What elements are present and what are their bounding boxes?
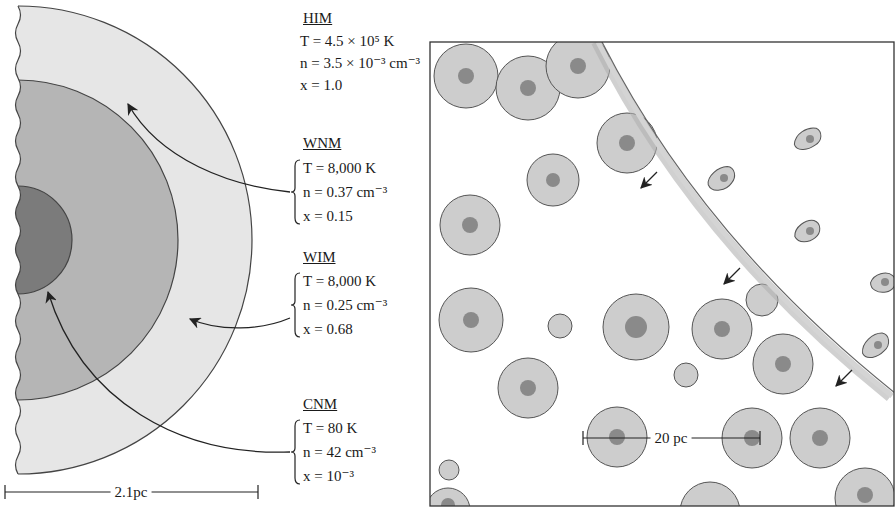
cloud-field bbox=[430, 42, 894, 506]
brace bbox=[291, 160, 300, 484]
phase-cross-section bbox=[0, 0, 252, 508]
scale-label: 20 pc bbox=[651, 429, 692, 447]
scale-label: 2.1pc bbox=[111, 483, 152, 501]
phase-name: HIM bbox=[303, 9, 332, 27]
phase-name: WNM bbox=[303, 134, 341, 152]
phase-parameter: x = 0.68 bbox=[303, 320, 353, 338]
phase-parameter: T = 80 K bbox=[303, 419, 357, 437]
phase-name: WIM bbox=[303, 248, 336, 266]
phase-parameter: x = 1.0 bbox=[300, 76, 342, 94]
phase-parameter: n = 0.25 cm⁻³ bbox=[303, 296, 387, 314]
phase-parameter: x = 10⁻³ bbox=[303, 467, 354, 485]
leader-arrow bbox=[48, 104, 290, 452]
phase-parameter: n = 42 cm⁻³ bbox=[303, 443, 376, 461]
phase-parameter: n = 3.5 × 10⁻³ cm⁻³ bbox=[300, 54, 420, 72]
phase-parameter: T = 8,000 K bbox=[303, 272, 376, 290]
panel-frame bbox=[430, 42, 894, 506]
phase-name: CNM bbox=[303, 395, 337, 413]
phase-parameter: n = 0.37 cm⁻³ bbox=[303, 183, 387, 201]
phase-parameter: T = 8,000 K bbox=[303, 159, 376, 177]
phase-parameter: T = 4.5 × 10⁵ K bbox=[300, 32, 394, 50]
phase-parameter: x = 0.15 bbox=[303, 207, 353, 225]
